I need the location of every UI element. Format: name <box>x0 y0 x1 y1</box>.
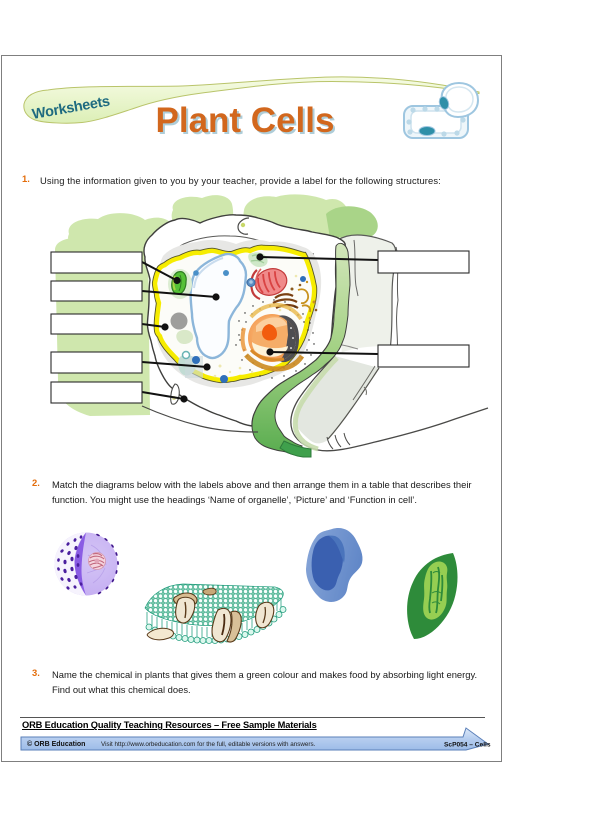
svg-text:ScP054 – Cells: ScP054 – Cells <box>444 742 491 749</box>
svg-text:Visit http://www.orbeducation.: Visit http://www.orbeducation.com for th… <box>101 741 316 748</box>
svg-text:© ORB Education: © ORB Education <box>27 740 85 748</box>
